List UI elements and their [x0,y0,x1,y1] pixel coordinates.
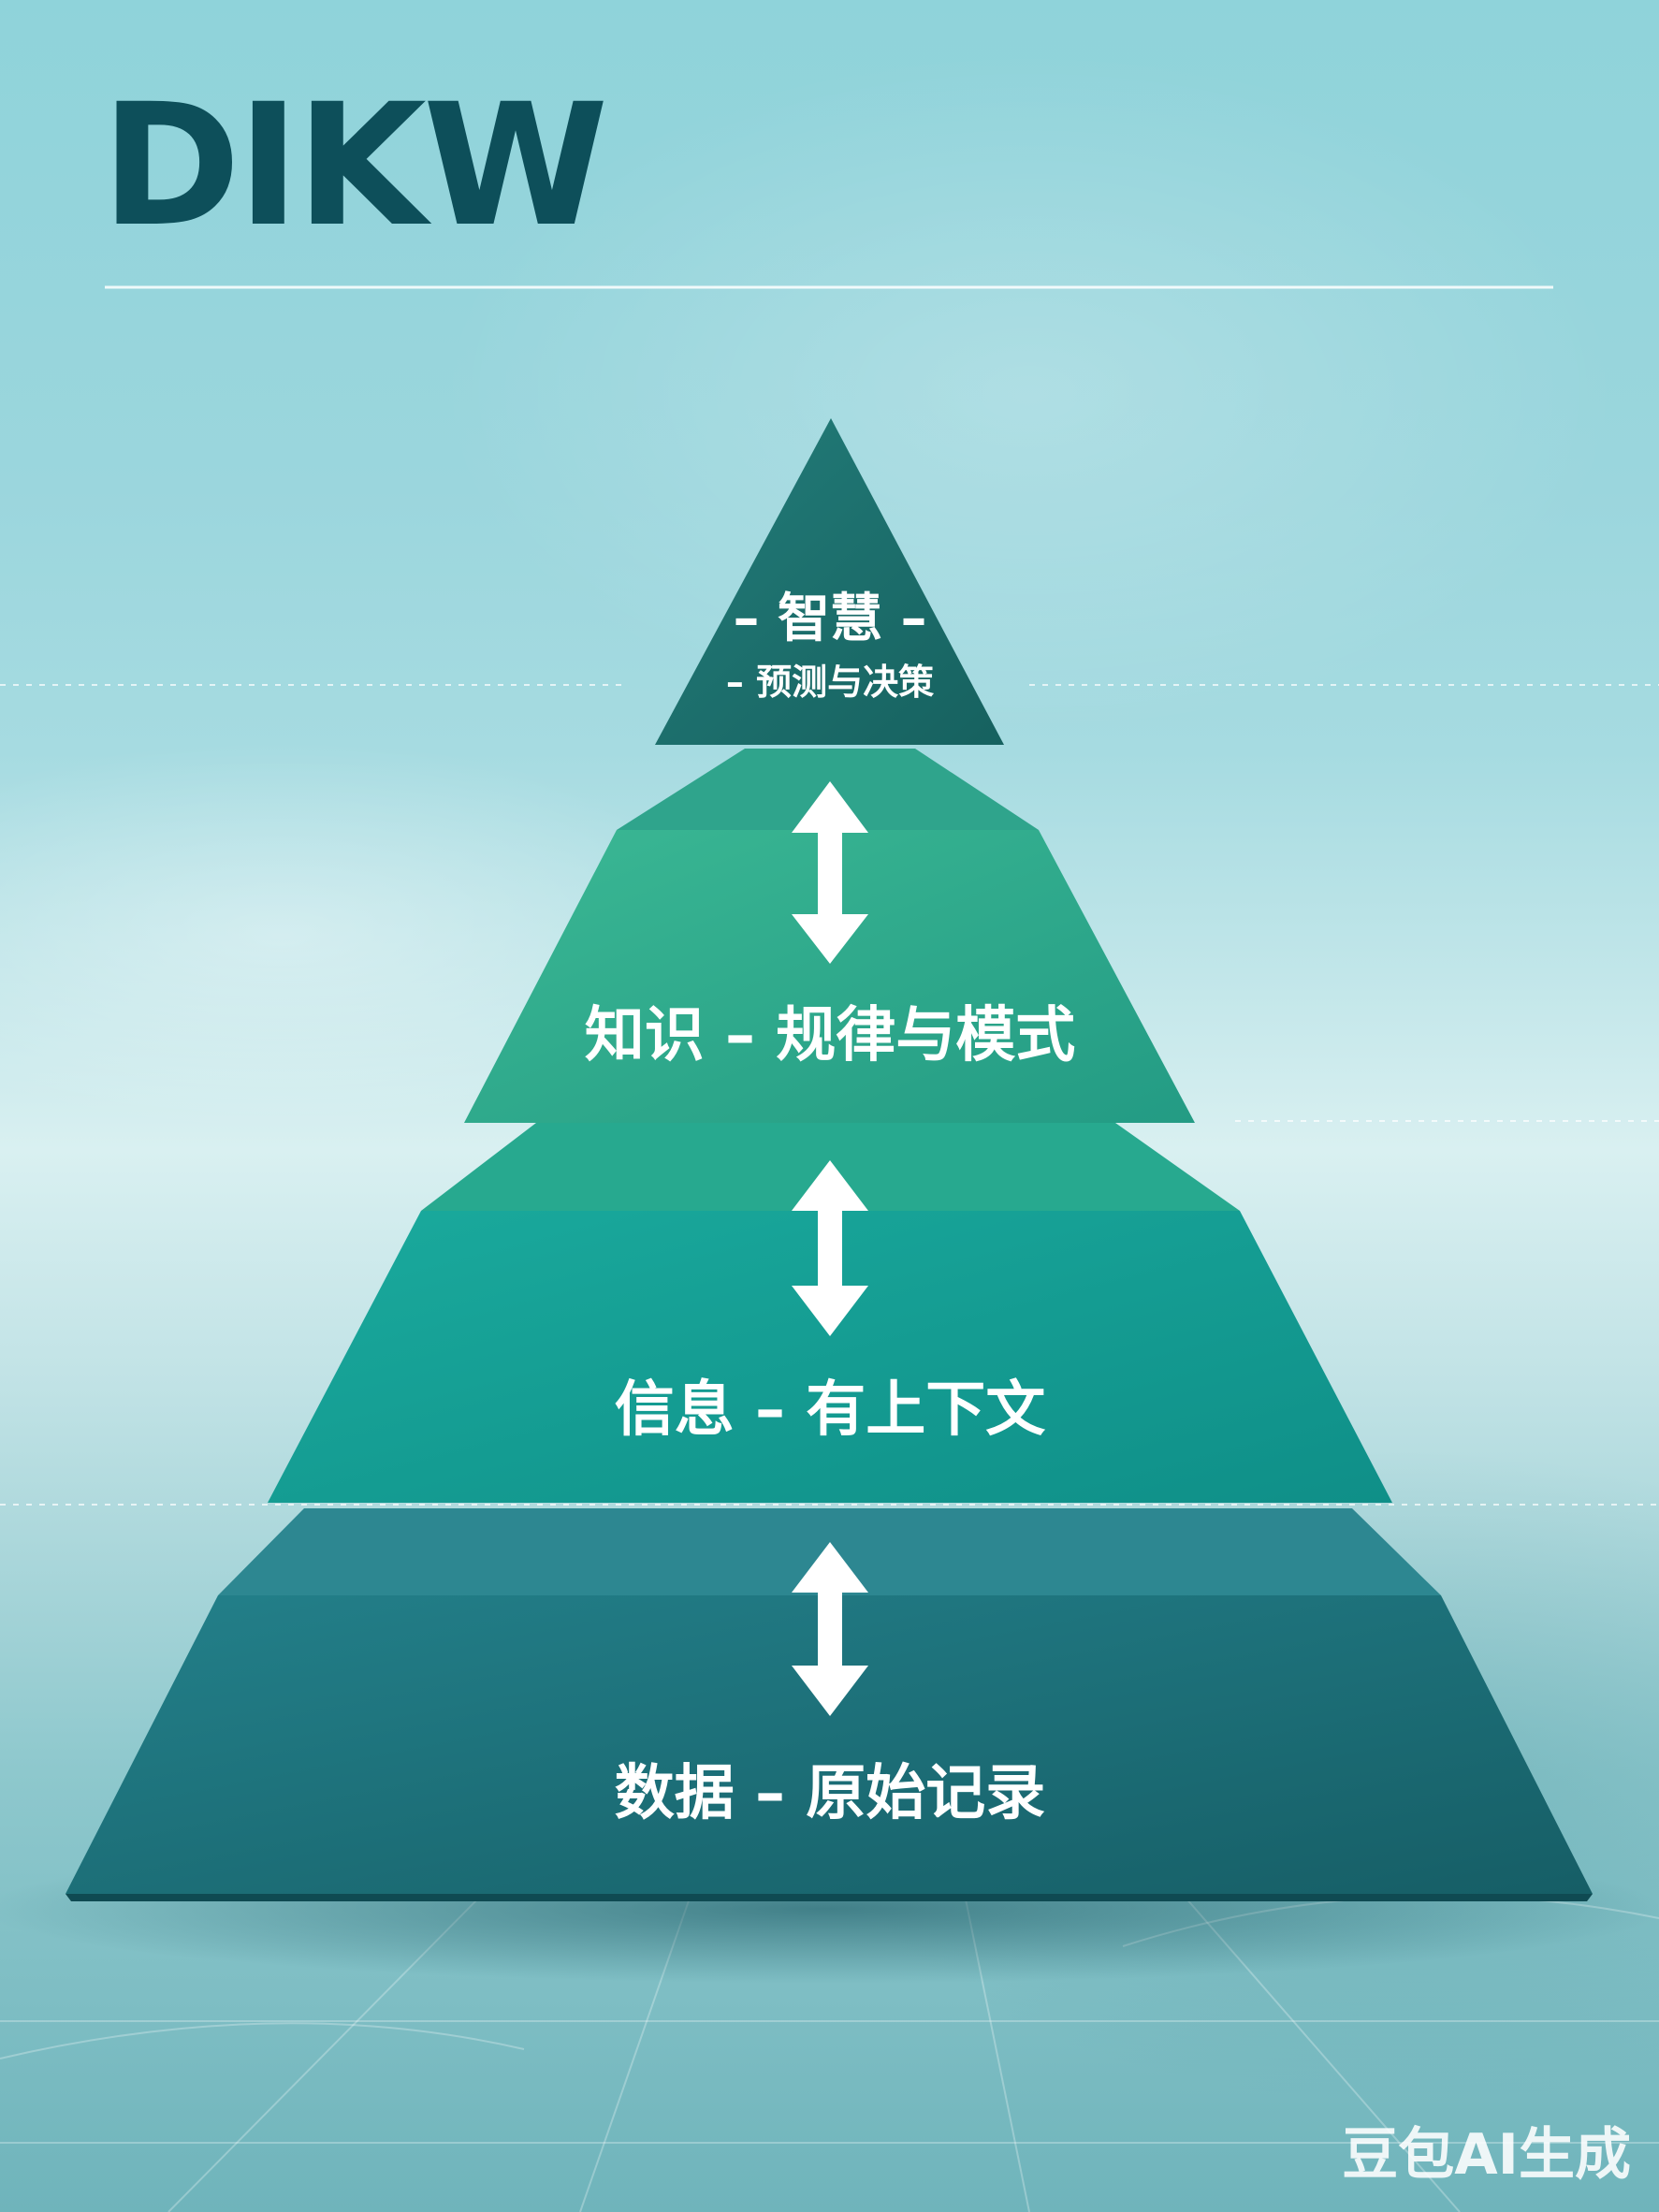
page-title: DIKW [101,68,608,264]
wisdom-title: – 智慧 – [734,589,927,649]
knowledge-label: 知识 – 规律与模式 [585,1001,1076,1070]
bidirectional-arrow-icon [792,781,868,964]
bidirectional-arrow-icon [792,1160,868,1336]
grid-curve [0,2022,525,2059]
tier-data-face [65,1595,1593,1894]
tier-knowledge-face [464,830,1195,1123]
tier-information-face [268,1211,1392,1503]
tier-wisdom-face [655,418,1004,745]
watermark: 豆包AI生成 [1342,2122,1631,2188]
data-label: 数据 – 原始记录 [615,1759,1046,1828]
information-label: 信息 – 有上下文 [615,1375,1046,1445]
bidirectional-arrow-icon [792,1542,868,1716]
tier-data-bottom [65,1894,1593,1901]
guide-lines [0,684,1659,1506]
tier-labels: – 智慧 – – 预测与决策 知识 – 规律与模式 信息 – 有上下文 数据 –… [585,589,1076,1828]
tier-wisdom [655,418,1004,745]
arrows [792,781,868,1716]
wisdom-subtitle: – 预测与决策 [726,662,934,703]
